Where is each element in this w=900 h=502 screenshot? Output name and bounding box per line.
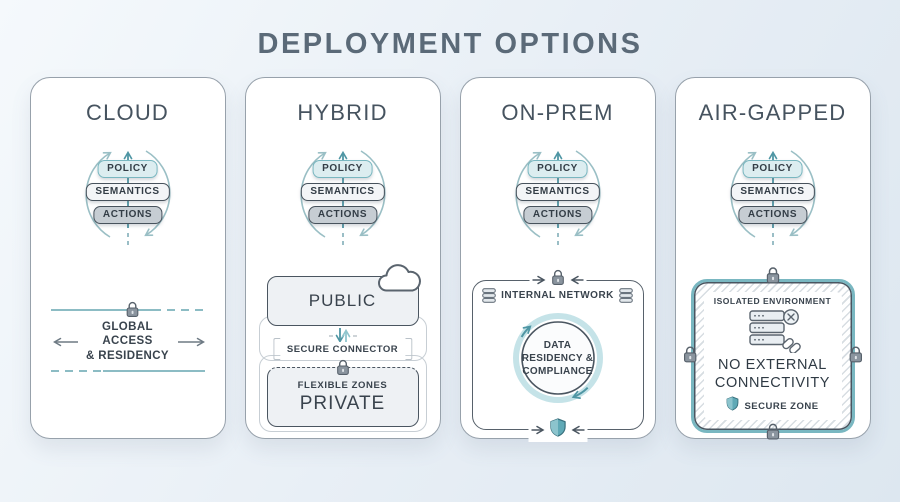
public-box: PUBLIC bbox=[266, 264, 421, 326]
lock-icon bbox=[847, 346, 863, 369]
shielded-exit-emblem bbox=[528, 418, 587, 442]
flexible-zones-label: FLEXIBLE ZONES bbox=[297, 379, 388, 391]
data-residency-line3: COMPLIANCE bbox=[522, 365, 593, 377]
policy-semantics-actions-cycle: POLICY SEMANTICS ACTIONS bbox=[268, 136, 418, 250]
card-onprem: ON-PREM POLICY SEMANTICS ACTIONS bbox=[459, 77, 656, 442]
data-residency-line2: RESIDENCY & bbox=[521, 352, 594, 364]
policy-pill: POLICY bbox=[312, 160, 373, 178]
dashed-solid-line bbox=[50, 370, 205, 373]
lock-icon bbox=[682, 346, 698, 369]
right-arrow-icon bbox=[178, 337, 206, 346]
semantics-pill: SEMANTICS bbox=[515, 183, 600, 201]
actions-pill: ACTIONS bbox=[737, 206, 808, 224]
database-icon bbox=[619, 288, 633, 303]
inward-arrow-icon bbox=[571, 425, 584, 435]
inward-arrow-icon bbox=[570, 275, 583, 285]
semantics-pill: SEMANTICS bbox=[85, 183, 170, 201]
lock-icon bbox=[550, 269, 565, 291]
inward-arrow-icon bbox=[532, 275, 545, 285]
access-top-line bbox=[49, 301, 207, 317]
policy-pill: POLICY bbox=[97, 160, 158, 178]
internal-network-label: INTERNAL NETWORK bbox=[501, 290, 614, 301]
onprem-network-diagram: INTERNAL NETWORK DATA bbox=[470, 269, 646, 442]
secure-zone-border: ISOLATED ENVIRONMENT bbox=[690, 279, 855, 433]
airgapped-secure-zone-diagram: ISOLATED ENVIRONMENT bbox=[683, 267, 862, 440]
public-label: PUBLIC bbox=[308, 291, 377, 310]
semantics-pill: SEMANTICS bbox=[730, 183, 815, 201]
card-cloud: CLOUD POLICY SEMANTICS ACTIONS bbox=[29, 77, 226, 439]
access-caption: GLOBAL ACCESS & RESIDENCY bbox=[80, 320, 175, 363]
secure-zone-row: SECURE ZONE bbox=[726, 396, 818, 416]
database-icon bbox=[482, 288, 496, 303]
card-hybrid-title: HYBRID bbox=[297, 100, 388, 125]
inward-arrow-icon bbox=[531, 425, 544, 435]
access-bottom-line bbox=[49, 365, 207, 377]
left-arrow-icon bbox=[52, 337, 78, 346]
isolated-environment-label: ISOLATED ENVIRONMENT bbox=[713, 295, 832, 306]
left-bracket-icon bbox=[272, 338, 280, 360]
secure-zone-label: SECURE ZONE bbox=[744, 400, 819, 412]
secure-zone-content: ISOLATED ENVIRONMENT bbox=[703, 292, 842, 420]
shield-icon bbox=[726, 396, 739, 416]
actions-pill: ACTIONS bbox=[92, 206, 163, 224]
access-caption-line1: GLOBAL ACCESS bbox=[102, 321, 153, 348]
hybrid-zones-diagram: PUBLIC SECURE CONNECTOR bbox=[258, 264, 427, 434]
policy-pill: POLICY bbox=[527, 160, 588, 178]
semantics-pill: SEMANTICS bbox=[300, 183, 385, 201]
cards-row: CLOUD POLICY SEMANTICS ACTIONS bbox=[0, 77, 900, 442]
secure-connector-label: SECURE CONNECTOR bbox=[279, 341, 406, 357]
access-caption-row: GLOBAL ACCESS & RESIDENCY bbox=[49, 320, 207, 363]
card-cloud-title: CLOUD bbox=[85, 100, 169, 125]
locked-entry-emblem bbox=[529, 269, 586, 291]
data-residency-circle: DATA RESIDENCY & COMPLIANCE bbox=[508, 308, 608, 408]
server-stack-icon bbox=[748, 308, 801, 353]
lock-icon bbox=[765, 423, 781, 446]
page-title: DEPLOYMENT OPTIONS bbox=[257, 28, 643, 60]
x-circle-icon bbox=[782, 308, 799, 325]
right-bracket-icon bbox=[405, 338, 413, 360]
chain-link-icon bbox=[781, 337, 801, 353]
circular-arrows-icon bbox=[512, 313, 603, 403]
private-label: PRIVATE bbox=[299, 392, 386, 414]
cloud-global-access-diagram: GLOBAL ACCESS & RESIDENCY bbox=[49, 301, 207, 377]
card-hybrid: HYBRID POLICY SEMANTICS ACTIONS PUBLIC bbox=[244, 77, 441, 439]
data-residency-line1: DATA bbox=[543, 339, 572, 351]
no-external-line1: NO EXTERNAL bbox=[718, 356, 827, 373]
access-caption-line2: & RESIDENCY bbox=[86, 349, 169, 362]
shield-icon bbox=[549, 418, 566, 442]
secure-connector: SECURE CONNECTOR bbox=[272, 338, 413, 360]
no-external-connectivity-label: NO EXTERNAL CONNECTIVITY bbox=[715, 356, 830, 392]
policy-semantics-actions-cycle: POLICY SEMANTICS ACTIONS bbox=[53, 136, 203, 250]
no-external-line2: CONNECTIVITY bbox=[714, 375, 831, 391]
lock-icon bbox=[765, 266, 781, 289]
data-residency-label: DATA RESIDENCY & COMPLIANCE bbox=[508, 308, 608, 408]
policy-semantics-actions-cycle: POLICY SEMANTICS ACTIONS bbox=[698, 136, 848, 250]
private-box: FLEXIBLE ZONES PRIVATE bbox=[266, 367, 419, 427]
internal-network-row: INTERNAL NETWORK bbox=[470, 288, 646, 303]
actions-pill: ACTIONS bbox=[307, 206, 378, 224]
policy-pill: POLICY bbox=[742, 160, 803, 178]
card-airgapped: AIR-GAPPED POLICY SEMANTICS ACTIONS ISOL… bbox=[674, 77, 871, 440]
lock-icon bbox=[335, 359, 350, 381]
actions-pill: ACTIONS bbox=[522, 206, 593, 224]
card-airgapped-title: AIR-GAPPED bbox=[698, 100, 847, 125]
card-onprem-title: ON-PREM bbox=[501, 100, 614, 125]
policy-semantics-actions-cycle: POLICY SEMANTICS ACTIONS bbox=[483, 136, 633, 250]
cloud-icon bbox=[376, 262, 422, 298]
